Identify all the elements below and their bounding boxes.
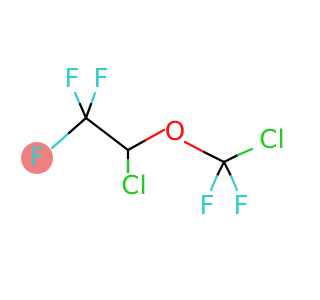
atom-o-ether: O (165, 117, 185, 147)
bond-c1-f-top-left-dark (78, 102, 88, 120)
atom-f-top-right: F (94, 64, 109, 94)
bond-c2-o (126, 138, 148, 152)
bond-c3-f-bottom-left-cyan (209, 174, 219, 192)
bond-c2-o-red (144, 128, 166, 142)
bond-c3-cl-right (222, 153, 240, 164)
bond-c3-f-bottom-left (215, 160, 226, 178)
atom-f-top-left: F (65, 64, 80, 94)
bond-c1-f-top-right-dark (84, 102, 93, 120)
atom-f-left: F (30, 143, 45, 173)
atom-f-bottom-right: F (234, 191, 249, 221)
bond-o-c3-red (183, 140, 206, 154)
bond-c1-c2 (84, 116, 130, 152)
bond-c3-f-bottom-right (222, 160, 233, 178)
atom-f-bottom-left: F (200, 191, 215, 221)
bond-c3-f-bottom-right-cyan (229, 174, 239, 192)
highlight-f-left (21, 142, 53, 174)
structure-svg: F F F O Cl Cl F F (21, 64, 285, 221)
atom-cl-bottom: Cl (121, 171, 146, 201)
atom-cl-right: Cl (259, 125, 284, 155)
bond-o-c3 (202, 150, 226, 164)
molecule-diagram: F F F O Cl Cl F F (21, 64, 285, 221)
bond-c1-f-left-dark (67, 116, 88, 135)
bond-c3-cl-right-green (236, 147, 254, 157)
